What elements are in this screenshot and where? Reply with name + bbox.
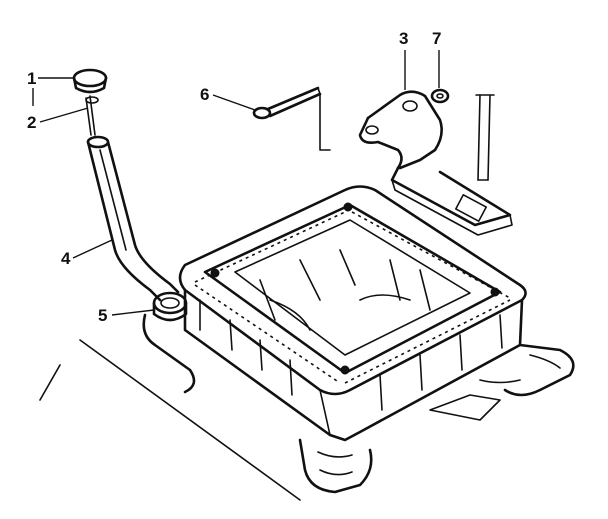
- callout-7-label: 7: [432, 29, 441, 48]
- callout-7: 7: [432, 29, 441, 88]
- callout-4-label: 4: [61, 249, 71, 268]
- filler-tube: [86, 135, 180, 302]
- callout-2: 2: [27, 107, 89, 132]
- bolt: [252, 86, 322, 120]
- callout-2-label: 2: [27, 113, 36, 132]
- filler-cap: [72, 68, 108, 94]
- callout-3: 3: [399, 29, 408, 90]
- fuel-tank: [142, 185, 575, 494]
- callout-5: 5: [98, 306, 155, 325]
- callout-3-label: 3: [399, 29, 408, 48]
- base-plate-outline: [39, 339, 301, 501]
- grommet: [152, 291, 188, 322]
- mounting-bracket: [319, 90, 513, 236]
- callout-6: 6: [200, 85, 256, 111]
- callout-6-label: 6: [200, 85, 209, 104]
- bracket-bolt: [475, 94, 495, 181]
- dipstick-rod: [85, 95, 99, 136]
- callout-1-label: 1: [27, 69, 36, 88]
- callout-4: 4: [61, 239, 113, 268]
- callout-5-label: 5: [98, 306, 107, 325]
- nut: [430, 88, 450, 104]
- callout-1: 1: [27, 69, 73, 106]
